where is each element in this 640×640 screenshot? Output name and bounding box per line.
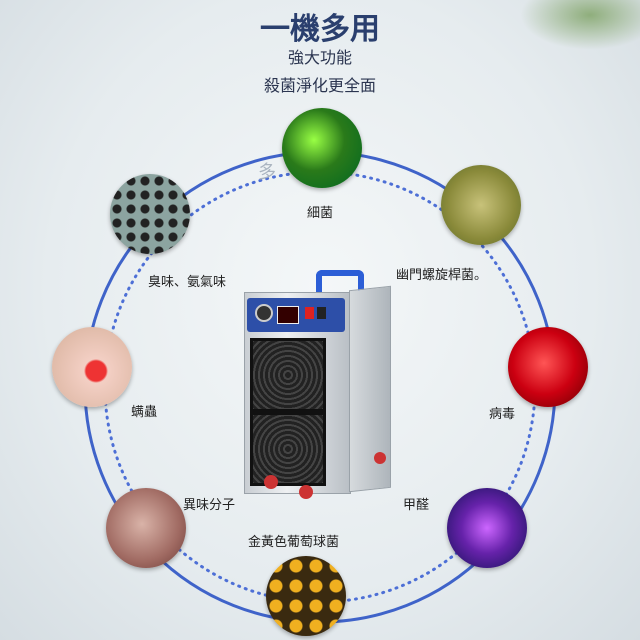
wheel [299, 485, 313, 499]
label-formaldehyde: 甲醛 [403, 498, 430, 513]
label-odor-molecules: 異味分子 [183, 498, 236, 513]
wheel [264, 475, 278, 489]
label-virus: 病毒 [489, 407, 516, 422]
secondary-switch[interactable] [317, 307, 326, 319]
staphylococcus-image [266, 556, 346, 636]
fan-grille-bottom [250, 412, 326, 486]
label-staphylococcus: 金黃色葡萄球菌 [248, 535, 340, 550]
subtitle-1: 強大功能 [287, 48, 352, 67]
control-panel [247, 298, 345, 332]
label-ammonia-odor: 臭味、氨氣味 [148, 275, 227, 290]
timer-knob[interactable] [255, 304, 273, 322]
label-dust-mites: 螨蟲 [131, 405, 158, 420]
green-bacteria-image [282, 108, 362, 188]
page-title: 一機多用 [260, 12, 380, 47]
red-virus-image [508, 327, 588, 407]
ozone-generator-machine [244, 270, 394, 500]
wheel [374, 452, 386, 464]
label-bacteria: 細菌 [307, 206, 334, 221]
helicobacter-image [441, 165, 521, 245]
ammonia-odor-image [110, 174, 190, 254]
label-helicobacter: 幽門螺旋桿菌。 [396, 268, 488, 283]
led-display [277, 306, 299, 324]
fan-grille-top [250, 338, 326, 412]
machine-handle [316, 270, 364, 298]
purple-bacteria-image [447, 488, 527, 568]
power-switch[interactable] [305, 307, 314, 319]
odor-molecule-image [106, 488, 186, 568]
subtitle-2: 殺菌淨化更全面 [263, 76, 376, 95]
dust-mite-image [52, 327, 132, 407]
watermark: 多 [258, 162, 276, 183]
